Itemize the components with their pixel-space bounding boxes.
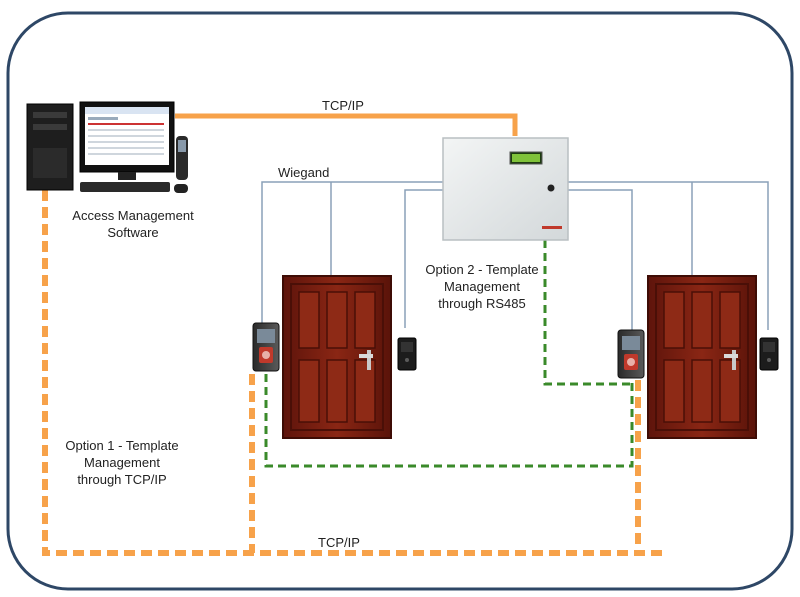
diagram-frame (6, 11, 794, 591)
software-label-line2: Software (107, 225, 159, 240)
option2-label-line3: through RS485 (438, 296, 526, 311)
option1-label-line3: through TCP/IP (77, 472, 167, 487)
door-right-icon (647, 275, 757, 439)
wiegand-label: Wiegand (278, 165, 330, 180)
rs485-lines (264, 240, 635, 468)
software-label: Access Management Software (58, 207, 208, 241)
option2-label-line1: Option 2 - Template (425, 262, 539, 277)
software-label-line1: Access Management (72, 208, 194, 223)
wiegand-lines (261, 181, 769, 330)
card-reader-left-icon (397, 337, 417, 371)
access-controller-panel-icon (442, 137, 569, 241)
tcpip-bottom-label: TCP/IP (318, 535, 360, 550)
tcpip-top-label: TCP/IP (322, 98, 364, 113)
tcpip-lines (42, 113, 665, 556)
biometric-reader-right-icon (617, 329, 645, 379)
option1-label: Option 1 - Template Management through T… (52, 437, 192, 488)
door-left-icon (282, 275, 392, 439)
option2-label: Option 2 - Template Management through R… (412, 261, 552, 312)
option1-label-line2: Management (84, 455, 160, 470)
card-reader-right-icon (759, 337, 779, 371)
option2-label-line2: Management (444, 279, 520, 294)
desktop-computer-icon (26, 101, 188, 193)
option1-label-line1: Option 1 - Template (65, 438, 179, 453)
biometric-reader-left-icon (252, 322, 280, 372)
